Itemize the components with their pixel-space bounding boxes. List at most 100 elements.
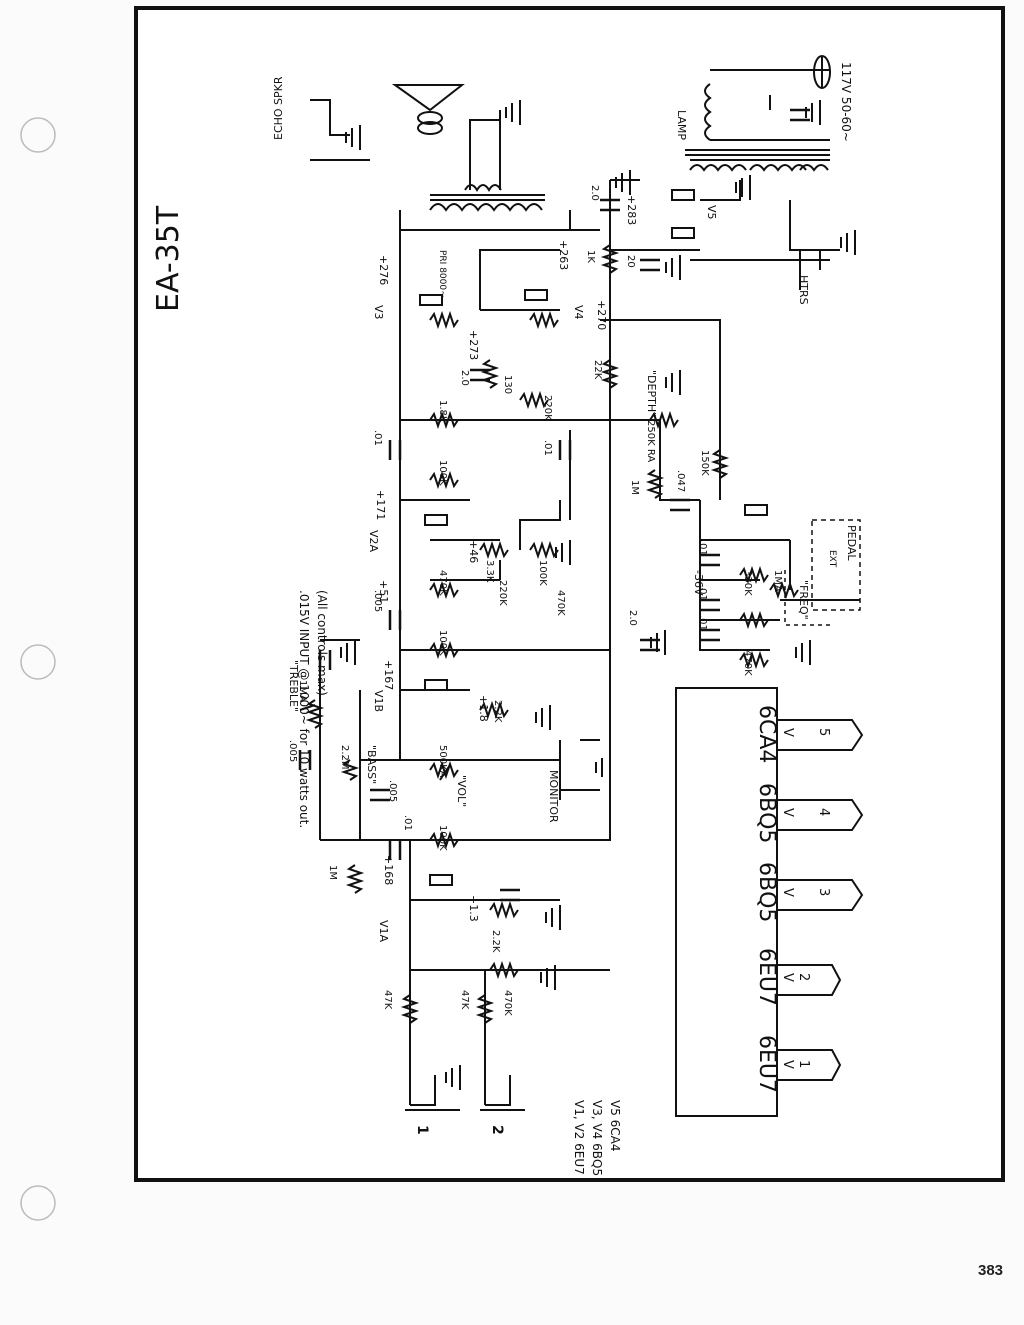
voltage-label: +283 (625, 195, 638, 225)
value-label: 470K (742, 650, 753, 676)
power-transformer (685, 83, 830, 172)
schematic-labels: ECHO SPKR LAMP 117V 50-60~ HTRS MONITOR … (272, 62, 858, 943)
tube-pins (419, 189, 768, 886)
voltage-label: +276 (377, 255, 390, 285)
label-vol: "VOL" (455, 775, 468, 807)
value-label: .01 (402, 815, 413, 831)
capacitors (298, 108, 810, 902)
value-label: .01 (372, 430, 383, 446)
value-label: 47K (459, 990, 470, 1010)
tube-num: 4 (816, 808, 831, 816)
label-v1b: V1B (372, 690, 385, 712)
wiring (319, 69, 860, 1105)
tube-num: 2 (796, 973, 811, 981)
ground-symbols (340, 100, 856, 1090)
mains-plug (813, 55, 831, 89)
tube-num: 1 (796, 1060, 811, 1068)
tube-v: V (780, 888, 795, 897)
voltage-label: +1.3 (467, 895, 480, 922)
voltage-label: -36V (692, 570, 705, 596)
label-v1a: V1A (377, 920, 390, 943)
input-2-label: 2 (489, 1125, 505, 1135)
resistors (345, 244, 769, 1024)
value-label: 500KA (437, 745, 448, 777)
tube-chart-row-4: 6BQ5 V 4 (754, 783, 864, 843)
tube-num: 3 (816, 888, 831, 896)
tube-chart: 6CA4 V 5 6BQ5 V 4 6BQ5 V 3 6EU7 V 2 6EU7… (754, 705, 864, 1093)
voltage-label: +46 (467, 540, 480, 563)
value-label: .005 (287, 740, 298, 762)
label-treble: "TREBLE" (287, 660, 300, 712)
voltage-labels: +276 +273 +270 +283 +263 +171 +46 +51 +1… (374, 195, 705, 922)
label-htrs: HTRS (797, 275, 810, 305)
value-label: 470K (437, 570, 448, 596)
value-label: 1MA (772, 570, 783, 592)
value-label: 47K (382, 990, 393, 1010)
pedal-box (811, 519, 861, 611)
voltage-label: +171 (374, 490, 387, 520)
value-label: .01 (697, 540, 708, 556)
tube-list-line: V3, V4 6BQ5 (590, 1100, 604, 1176)
output-transformer (429, 184, 545, 212)
value-label: .01 (542, 440, 553, 456)
component-values: 47K 47K 470K 1M 2.2K .01 100K 2.2M .005 … (287, 185, 783, 1016)
value-label: 100K (437, 460, 448, 486)
drawing-frame (134, 6, 1005, 1182)
value-label: 470K (502, 990, 513, 1016)
value-label: 100K (537, 560, 548, 586)
speaker-symbol (391, 84, 465, 135)
echo-jack (310, 99, 370, 161)
label-depth: "DEPTH" (645, 370, 658, 417)
value-label: 250K RA (645, 420, 656, 462)
tube-type: 6BQ5 (754, 783, 779, 843)
input-1-label: 1 (414, 1125, 430, 1135)
label-monitor: MONITOR (547, 770, 560, 823)
value-label: 470K (555, 590, 566, 616)
value-label: 2.2M (339, 745, 350, 770)
label-v5: V5 (705, 205, 718, 220)
tube-list-line: V5 6CA4 (608, 1100, 622, 1152)
rating-note-2: (All controls max) (315, 590, 329, 696)
tube-v: V (780, 808, 795, 817)
tube-num: 5 (816, 728, 831, 736)
freq-link (784, 570, 830, 626)
value-label: 1M (629, 480, 640, 495)
value-label: 1MA (297, 680, 308, 702)
value-label: 22K (592, 360, 603, 380)
tube-v: V (780, 728, 795, 737)
label-primary: PRI 8000~ (437, 250, 447, 298)
value-label: 150K (699, 450, 710, 476)
value-label: 3.3K (484, 560, 495, 583)
label-pedal: PEDAL (845, 525, 858, 561)
tube-chart-frame (675, 687, 778, 1117)
schematic-title: EA-35T (151, 205, 186, 312)
value-label: 220K (497, 580, 508, 606)
label-v4: V4 (572, 305, 585, 320)
value-label: .01 (697, 585, 708, 601)
value-label: .01 (697, 615, 708, 631)
tube-type: 6CA4 (754, 705, 779, 763)
value-label: 2.0 (627, 610, 638, 626)
voltage-label: +273 (467, 330, 480, 360)
label-mains: 117V 50-60~ (839, 62, 853, 142)
label-ext: EXT (827, 550, 837, 568)
label-bass: "BASS" (365, 745, 378, 784)
voltage-label: +1.8 (477, 695, 490, 722)
tube-type: 6EU7 (754, 948, 779, 1006)
value-label: 220K (542, 395, 553, 421)
tube-chart-row-1: 6EU7 V 1 (754, 1035, 842, 1093)
tube-type: 6EU7 (754, 1035, 779, 1093)
input-jacks (405, 1075, 525, 1111)
label-v2a: V2A (367, 530, 380, 553)
value-label: 1.8K (437, 400, 448, 423)
value-label: 2.2K (492, 700, 503, 723)
value-label: 330K (742, 570, 753, 596)
tube-chart-row-3: 6BQ5 V 3 (754, 862, 864, 922)
value-label: 2.2K (490, 930, 501, 953)
value-label: .005 (387, 780, 398, 802)
value-label: 100K (437, 630, 448, 656)
value-label: .047 (675, 470, 686, 492)
tube-list: V1, V2 6EU7 V3, V4 6BQ5 V5 6CA4 (572, 1100, 622, 1176)
label-freq: "FREQ" (797, 580, 810, 620)
tube-v: V (780, 973, 795, 982)
